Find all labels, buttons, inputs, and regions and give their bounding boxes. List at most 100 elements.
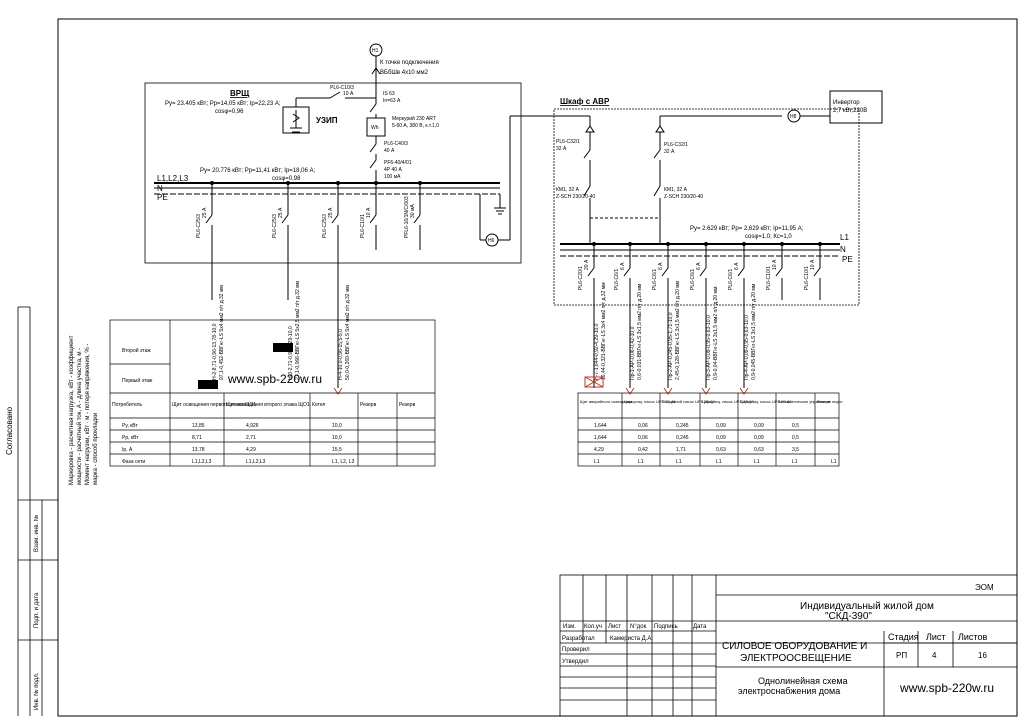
tb-razrab-name: Камериста Д.А. (610, 636, 653, 642)
tb-sheet: 4 (932, 651, 937, 660)
vrsch-feeder-rating: 25 А (328, 207, 334, 218)
uzip-breaker-type: PL6-C10/3 (330, 85, 354, 91)
tb-sheet-title-1: Однолинейная схема (758, 676, 848, 686)
vrsch-table-cell: 4,29 (246, 447, 256, 453)
avr-feeder-cable: Пр-3-АР-0,09-0,95-0,63-10,0 (706, 315, 712, 380)
vrsch-table-cell: 2,71 (246, 435, 256, 441)
avr-table-cell: 3,5 (792, 447, 799, 453)
meter-model: Меркурий 230 ART (392, 115, 436, 122)
avr-title: Шкаф с АВР (560, 97, 610, 106)
avr-table-cell: 1,644 (594, 423, 607, 429)
avr-feeder-cable-spec: 0,9-0,045-ВВГнг-LS 3х1,5 мм2 п/т д.20 мм (751, 283, 757, 380)
tb-h-podp: Подпись (654, 624, 678, 630)
vrsch-bus-summary-1: Ру= 20.776 кВт; Рр=11,41 кВт; Iр=18,06 А… (200, 168, 315, 174)
avr-bus-summary-2: cosφ=1,0; Кс=1,0 (745, 234, 792, 240)
avr-enclosure (553, 108, 860, 306)
avr-table-cell: 0,245 (676, 435, 689, 441)
avr-table-header: Циркуляц. насос UPS 25-60 (740, 399, 792, 404)
avr-table-header: Циркуляц. насос UPS 25-40 (624, 399, 676, 404)
avr-feeder-cable: Пр-4-АР-0,09-0,95-0,63-10,0 (744, 315, 750, 380)
avr-km2-a: КМ1, 32 А (664, 187, 688, 193)
avr-feeder-rating: 6 А (620, 262, 626, 270)
avr-km1-a: КМ1, 32 А (556, 187, 580, 193)
avr-feeder-cable: Пр-1-АР-0,06-0,42-10,0 (630, 326, 636, 380)
legend-line-2: мощности - расчетный ток, А - длина учас… (76, 348, 83, 485)
vrsch-feeder-breaker: PL6-C25/3 (196, 214, 202, 238)
cross-icon (584, 376, 604, 388)
avr-km2-b: Z-SCH 230/20-40 (664, 194, 703, 200)
meter-symbol: Wh (371, 125, 379, 131)
avr-feeder-breaker: PL6-C6/1 (614, 269, 620, 290)
vrsch-table-row-upper: Второй этаж (122, 347, 151, 354)
ground-icon (494, 194, 506, 215)
avr-table-header: Погружной насос UPS 25-60 (662, 399, 715, 404)
vrsch-pe-label: PE (157, 193, 168, 202)
avr-table-header: Автоматическое управление ворот (778, 399, 843, 404)
vrsch-feeder-rating: 25 А (278, 207, 284, 218)
avr-table-cell: 0,5 (792, 423, 799, 429)
avr-table-cell: 0,63 (716, 447, 726, 453)
side-stamp (17, 306, 58, 716)
tb-stage: РП (896, 651, 907, 660)
avr-table-header: Циркулец. насос UPS 25-60 (702, 399, 754, 404)
tb-h-izm: Изм. (563, 624, 576, 630)
connection-note: К точке подключения (380, 60, 439, 66)
avr-bus-summary-1: Ру= 2.629 кВт; Рр= 2,629 кВт; Iр=11,95 А… (690, 226, 804, 232)
avr-in2-breaker: PL6-C32/1 (664, 142, 688, 148)
tb-sheet-title-2: электроснабжения дома (738, 686, 840, 696)
avr-table-cell: 1,644 (594, 435, 607, 441)
vrsch-title: ВРЩ (230, 89, 250, 98)
avr-table-cell: 0,09 (716, 435, 726, 441)
avr-feeder-cable-spec: 2,45-0,128-ВВГнг-LS 3х1,5 мм2 п/т д.20 м… (675, 280, 681, 380)
vrsch-table-cell: Iр, А (122, 447, 133, 453)
vrsch-table-cell: Рр, кВт (122, 435, 139, 441)
vrsch-feeder-breaker: PL6-C25/3 (322, 214, 328, 238)
main-breaker-rating: 40 А (384, 148, 395, 154)
avr-feeder: PL6-C10/110 А (766, 242, 784, 300)
vrsch-feeder-cable: Н-2-8,71-0,96-13,78-10,0 (212, 323, 218, 380)
vrsch-feeder-cable: Н-3-2,71-0,96-4,29-10,0 (288, 326, 294, 380)
vrsch-table-cell: 8,71 (192, 435, 202, 441)
vrsch-enclosure (144, 82, 522, 264)
meter-tag-h1-label: Н1 (372, 48, 379, 54)
legend-line-4: марка - способ прокладки (93, 413, 99, 485)
avr-table-cell: 0,06 (638, 423, 648, 429)
tb-sheets-h: Листов (958, 632, 987, 642)
vrsch-feeder-rating: 10 А (366, 207, 372, 218)
avr-feeder-rating: 20 А (584, 259, 590, 270)
avr-feeder-cable-spec: 16,44-0,321-ВВГнг-LS 3х4 мм2 п/т д.32 мм (601, 282, 607, 380)
vrsch-table-cell: Ру, кВт (122, 423, 138, 429)
vrsch-table-header: Потребитель (112, 402, 142, 408)
avr-table-cell: 1,71 (676, 447, 686, 453)
emergency-panel-symbol (584, 376, 604, 388)
vrsch-bus-summary-2: cosφ=0,98 (272, 176, 301, 182)
rcd-sensitivity: 100 мА (384, 174, 401, 180)
avr-table-cell: 0,06 (638, 435, 648, 441)
inverter-box (829, 90, 883, 124)
vrsch-table-header: Резерв (360, 402, 377, 408)
avr-pe-label: PE (842, 255, 853, 264)
tb-h-ndok: N°док (630, 624, 647, 630)
vrsch-feeder-cable: Н-4-10,0-0,96-15,5-5,0 (338, 329, 344, 380)
rcd-type: PF6-40/4/01 (384, 160, 412, 166)
avr-n-label: N (840, 245, 846, 254)
avr-table-cell: 0,63 (754, 447, 764, 453)
avr-table-cell: L1 (716, 459, 722, 465)
arrow-down-icon (333, 387, 343, 395)
tb-site: www.spb-220w.ru (899, 681, 994, 695)
avr-feeder: PL6-C10/110 А (804, 242, 822, 300)
panel-symbol-2 (273, 343, 293, 352)
watermark: www.spb-220w.ru (227, 372, 322, 386)
avr-table-cell: 0,245 (676, 423, 689, 429)
vrsch-table-cell: L1,L2,L3 (192, 459, 212, 465)
vrsch-table-cell: L1, L2, L3 (332, 459, 354, 465)
meter-tag-h6-label: Н6 (488, 238, 495, 244)
arrow-up-icon (371, 67, 381, 75)
main-switch-type: IS 63 (383, 91, 395, 97)
avr-table-cell: L1 (594, 459, 600, 465)
